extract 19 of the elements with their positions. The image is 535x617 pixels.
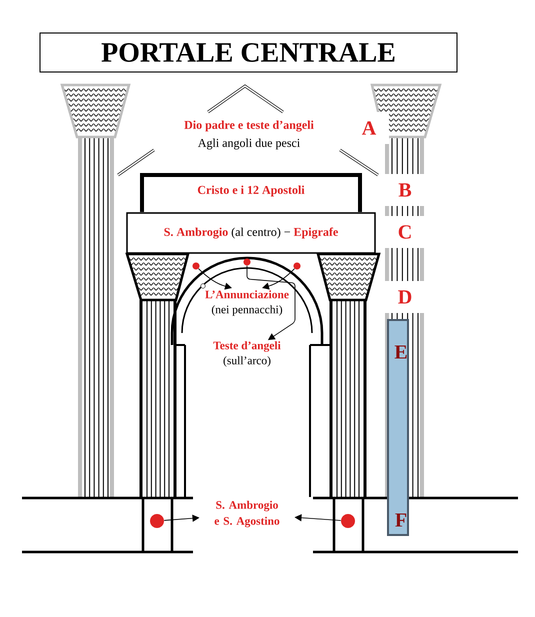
dot xyxy=(150,514,164,528)
title-box: PORTALE CENTRALE xyxy=(40,32,458,72)
section-letter: B xyxy=(385,174,425,206)
section-letter: A xyxy=(349,112,389,144)
frieze-box: Cristo e i 12 Apostoli xyxy=(140,173,362,212)
section-letter: D xyxy=(385,281,425,313)
text-label: Teste d’angeli (sull’arco) xyxy=(212,340,282,368)
section-letter: E xyxy=(394,345,407,359)
section-letter: C xyxy=(385,216,425,248)
text-label: S. Ambrogio e S. Agostino xyxy=(214,500,280,528)
text-label: L’Annunciazione (nei pennacchi) xyxy=(204,289,290,317)
dot xyxy=(192,262,200,270)
arrow xyxy=(198,268,232,290)
arrow xyxy=(262,268,295,290)
lintel-box: S. Ambrogio (al centro) − Epigrafe xyxy=(126,212,376,254)
dot xyxy=(341,514,355,528)
section-letter: F xyxy=(395,513,406,527)
dot xyxy=(294,262,300,270)
dot xyxy=(244,258,250,266)
